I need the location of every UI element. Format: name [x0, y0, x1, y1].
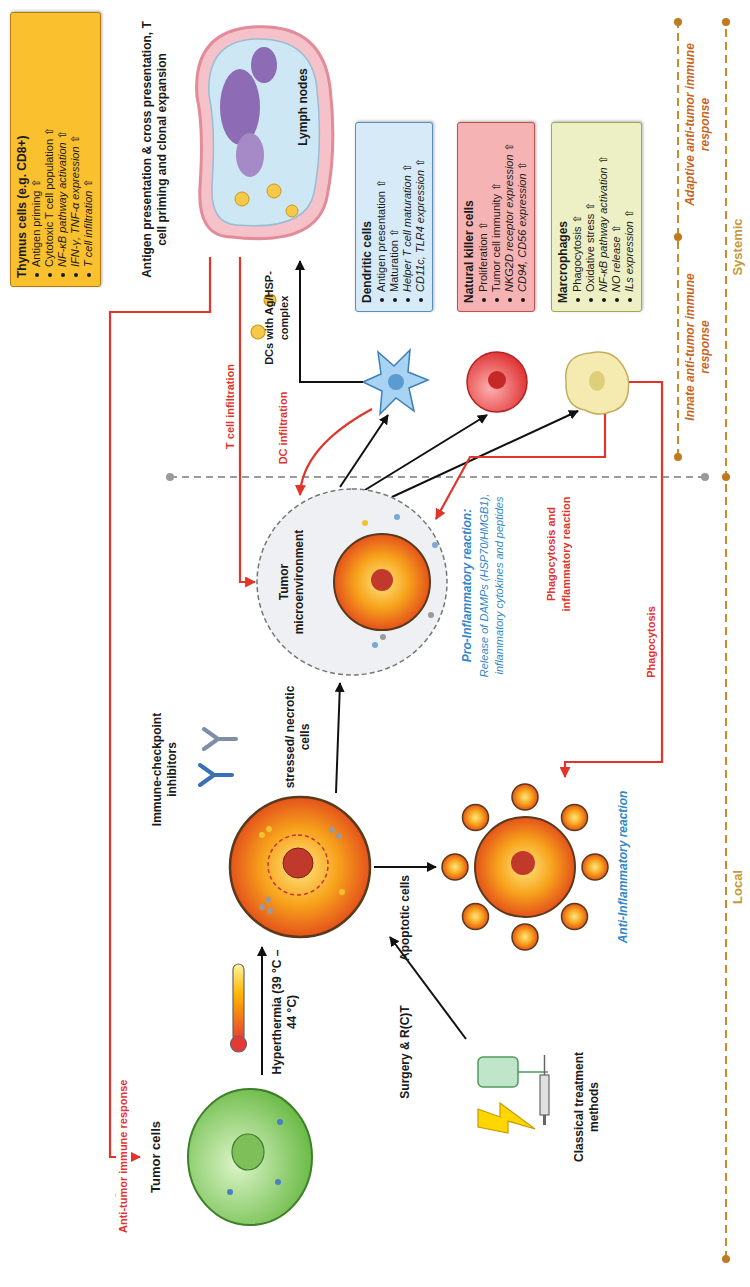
bullet-row: NF-κB pathway activation ⇧	[56, 21, 69, 278]
bullet-row: CD94, CD56 expression ⇧	[516, 131, 529, 303]
bullet-text: NF-κB pathway activation ⇧	[597, 155, 609, 292]
bullet-dot	[380, 298, 384, 302]
bullet-row: CD11c, TLR4 expression ⇧	[414, 131, 427, 303]
bullet-row: Tumor cell immunity ⇧	[490, 131, 503, 303]
bullet-row: IFN-γ, TNF-α expression ⇧	[69, 21, 82, 278]
bullet-text: Antigen priming ⇧	[30, 178, 42, 267]
arrow-label: DC infiltration	[276, 384, 291, 472]
region-label: Adaptive anti-tumor immune response	[683, 22, 713, 227]
bullet-text: NO release ⇧	[610, 224, 622, 292]
bullet-row: Oxidative stress ⇧	[584, 131, 597, 303]
bullet-row: Phagocytosis ⇧	[571, 131, 584, 303]
bullet-text: Proliferation ⇧	[477, 221, 489, 292]
reaction-note: Release of DAMPs (HSP70/HMGB1), inflamma…	[477, 482, 507, 689]
tumor-cell: Tumor cells	[140, 1082, 320, 1232]
bullet-dot	[615, 298, 619, 302]
bullet-dot	[35, 273, 39, 277]
cell-info-box: Thymus cells (e.g. CD8+)Antigen priming …	[10, 12, 101, 287]
bullet-text: Cytotoxic T cell population ⇧	[43, 127, 55, 267]
bullet-row: Helper T cell maturation ⇧	[401, 131, 414, 303]
region-label: Local	[730, 787, 745, 987]
process-label: Antigen presentation & cross presentatio…	[140, 12, 170, 287]
reaction-label: Pro-Inflammatory reaction:	[460, 482, 475, 689]
bullet-row: Antigen priming ⇧	[30, 21, 43, 278]
connector	[240, 257, 255, 582]
box-title: Dendritic cells	[360, 131, 375, 303]
arrow-label: Phagocytosis and inflammatory reaction	[544, 489, 574, 619]
bullet-text: Tumor cell immunity ⇧	[490, 182, 502, 292]
bullet-text: T cell infiltration ⇧	[82, 178, 94, 267]
region-label: Innate anti-tumor immune response	[683, 247, 713, 447]
reaction-label: Anti-Inflammatory reaction	[616, 777, 631, 957]
bullet-text: CD11c, TLR4 expression ⇧	[414, 158, 426, 292]
box-title: Marcrophages	[556, 131, 571, 303]
bullet-text: ILs expression ⇧	[623, 209, 635, 292]
connector	[110, 257, 210, 1157]
treatment-label: Hyperthermia (39 °C – 44 °C)	[270, 942, 300, 1082]
arrow-label: Apoptotic cells	[398, 875, 413, 987]
bullet-dot	[87, 273, 91, 277]
bullet-dot	[61, 273, 65, 277]
arrow-label: Surgery & R(C)T	[398, 995, 413, 1109]
box-title: Natural killer cells	[462, 131, 477, 303]
bullet-text: Phagocytosis ⇧	[571, 214, 583, 292]
tumor-microenvironment: Tumor microenvironment	[255, 487, 450, 677]
bullet-dot	[74, 273, 78, 277]
bullet-dot	[482, 298, 486, 302]
bullet-dot	[589, 298, 593, 302]
region-label: Systemic	[730, 147, 745, 347]
bullet-dot	[48, 273, 52, 277]
bullet-dot	[508, 298, 512, 302]
bullet-dot	[393, 298, 397, 302]
box-title: Thymus cells (e.g. CD8+)	[15, 21, 30, 278]
node-label: Tumor cells	[148, 1082, 163, 1232]
bullet-text: NKG2D receptor expression ⇧	[503, 142, 515, 292]
bullet-row: ILs expression ⇧	[623, 131, 636, 303]
cell-info-box: MarcrophagesPhagocytosis ⇧Oxidative stre…	[551, 122, 642, 312]
arrow-label: Phagocytosis	[644, 587, 659, 697]
connector-label: T cell infiltration	[223, 362, 238, 451]
bullet-row: Antigen presentation ⇧	[375, 131, 388, 303]
bullet-dot	[628, 298, 632, 302]
bullet-dot	[419, 298, 423, 302]
bullet-text: Maturation ⇧	[388, 228, 400, 292]
bullet-row: Proliferation ⇧	[477, 131, 490, 303]
bullet-text: CD94, CD56 expression ⇧	[516, 161, 528, 292]
bullet-dot	[576, 298, 580, 302]
treatment-label: Immune-checkpoint inhibitors	[150, 707, 180, 832]
lymph-node-shape	[192, 22, 335, 257]
cell-info-box: Dendritic cellsAntigen presentation ⇧Mat…	[355, 122, 433, 312]
bullet-dot	[406, 298, 410, 302]
bullet-row: NF-κB pathway activation ⇧	[597, 131, 610, 303]
bullet-text: IFN-γ, TNF-α expression ⇧	[69, 134, 81, 267]
bullet-row: NO release ⇧	[610, 131, 623, 303]
bullet-dot	[495, 298, 499, 302]
arrow-label: DCs with Ag/HSP-complex	[262, 262, 292, 374]
node-label: Lymph nodes	[296, 47, 311, 167]
bullet-dot	[602, 298, 606, 302]
bullet-text: Oxidative stress ⇧	[584, 201, 596, 292]
bullet-row: T cell infiltration ⇧	[82, 21, 95, 278]
node-label: Tumor microenvironment	[277, 524, 307, 640]
bullet-row: Maturation ⇧	[388, 131, 401, 303]
connector-label: Anti-tumor immune response	[116, 1078, 131, 1235]
bullet-row: NKG2D receptor expression ⇧	[503, 131, 516, 303]
tumor-cell-shape	[140, 1082, 320, 1232]
bullet-text: Helper T cell maturation ⇧	[401, 163, 413, 292]
treatment-label: Classical treatment methods	[572, 1027, 602, 1187]
bullet-text: Antigen presentation ⇧	[375, 179, 387, 292]
bullet-dot	[521, 298, 525, 302]
bullet-text: NF-κB pathway activation ⇧	[56, 130, 68, 267]
lymph-node: Lymph nodes	[192, 22, 335, 257]
cell-info-box: Natural killer cellsProliferation ⇧Tumor…	[457, 122, 535, 312]
arrow-label: stressed/ necrotic cells	[283, 685, 313, 789]
bullet-row: Cytotoxic T cell population ⇧	[43, 21, 56, 278]
